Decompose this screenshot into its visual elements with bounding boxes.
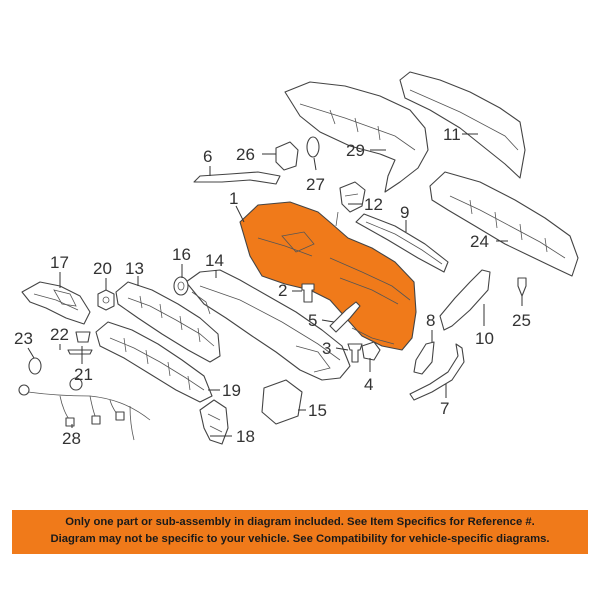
callout-11: 11 — [443, 125, 461, 144]
disclaimer-banner — [12, 510, 588, 554]
part-2-bolt — [301, 283, 315, 303]
callout-23: 23 — [14, 329, 33, 348]
callout-19: 19 — [222, 381, 241, 400]
callout-18: 18 — [236, 427, 255, 446]
part-10-side-trim — [439, 269, 491, 331]
part-28-wiring-harness — [18, 384, 151, 441]
part-29-diffuser-panel — [284, 81, 429, 193]
callout-1: 1 — [229, 189, 238, 208]
callout-29: 29 — [346, 141, 365, 160]
part-14-impact-bar — [185, 269, 351, 381]
callout-8: 8 — [426, 311, 435, 330]
part-15-plate — [261, 379, 303, 425]
part-13-upper-absorber — [115, 281, 221, 363]
callout-12: 12 — [364, 195, 383, 214]
callout-3: 3 — [322, 339, 331, 358]
callout-27: 27 — [306, 175, 325, 194]
callout-21: 21 — [74, 365, 93, 384]
callout-4: 4 — [364, 375, 373, 394]
callout-13: 13 — [125, 259, 144, 278]
part-3-screw — [347, 343, 363, 363]
part-25-push-clip — [517, 277, 527, 297]
part-24-lower-diffuser — [429, 171, 579, 277]
part-26-clip — [275, 141, 299, 171]
disclaimer-line-2: Diagram may not be specific to your vehi… — [50, 533, 550, 545]
callout-9: 9 — [400, 203, 409, 222]
part-18-side-bracket — [199, 399, 229, 445]
part-16-bumper-stop — [173, 276, 189, 296]
callout-7: 7 — [440, 399, 449, 418]
callout-10: 10 — [475, 329, 494, 348]
part-7-lower-molding — [409, 343, 465, 401]
part-8-end-cap — [413, 341, 435, 375]
callout-labels: 1 2 3 4 5 6 7 8 9 10 11 12 13 14 15 16 1… — [14, 125, 531, 448]
part-4-retainer — [361, 341, 381, 361]
bumper-cover-highlight — [239, 201, 417, 351]
part-27-ring — [306, 136, 320, 158]
part-22-clip — [67, 331, 93, 355]
callout-20: 20 — [93, 259, 112, 278]
callout-14: 14 — [205, 251, 224, 270]
callout-24: 24 — [470, 232, 489, 251]
part-19-lower-absorber — [95, 321, 213, 403]
part-9-reflector-strip — [355, 213, 449, 273]
leader-lines — [27, 133, 523, 437]
callout-5: 5 — [308, 311, 317, 330]
callout-17: 17 — [50, 253, 69, 272]
callout-22: 22 — [50, 325, 69, 344]
disclaimer-text: Only one part or sub-assembly in diagram… — [12, 510, 588, 554]
part-1-bumper-cover — [239, 201, 417, 351]
callout-6: 6 — [203, 147, 212, 166]
part-11-upper-panel — [399, 71, 526, 179]
callout-2: 2 — [278, 281, 287, 300]
part-20-nut — [97, 289, 115, 311]
callout-25: 25 — [512, 311, 531, 330]
part-6-trim-strip — [193, 171, 281, 185]
callout-16: 16 — [172, 245, 191, 264]
callout-28: 28 — [62, 429, 81, 448]
part-23-grommet — [28, 357, 42, 375]
disclaimer-line-1: Only one part or sub-assembly in diagram… — [65, 516, 535, 528]
part-5-bracket — [329, 301, 361, 333]
callout-26: 26 — [236, 145, 255, 164]
part-21-sensor — [69, 377, 83, 391]
callout-15: 15 — [308, 401, 327, 420]
part-17-side-bracket — [21, 281, 91, 325]
